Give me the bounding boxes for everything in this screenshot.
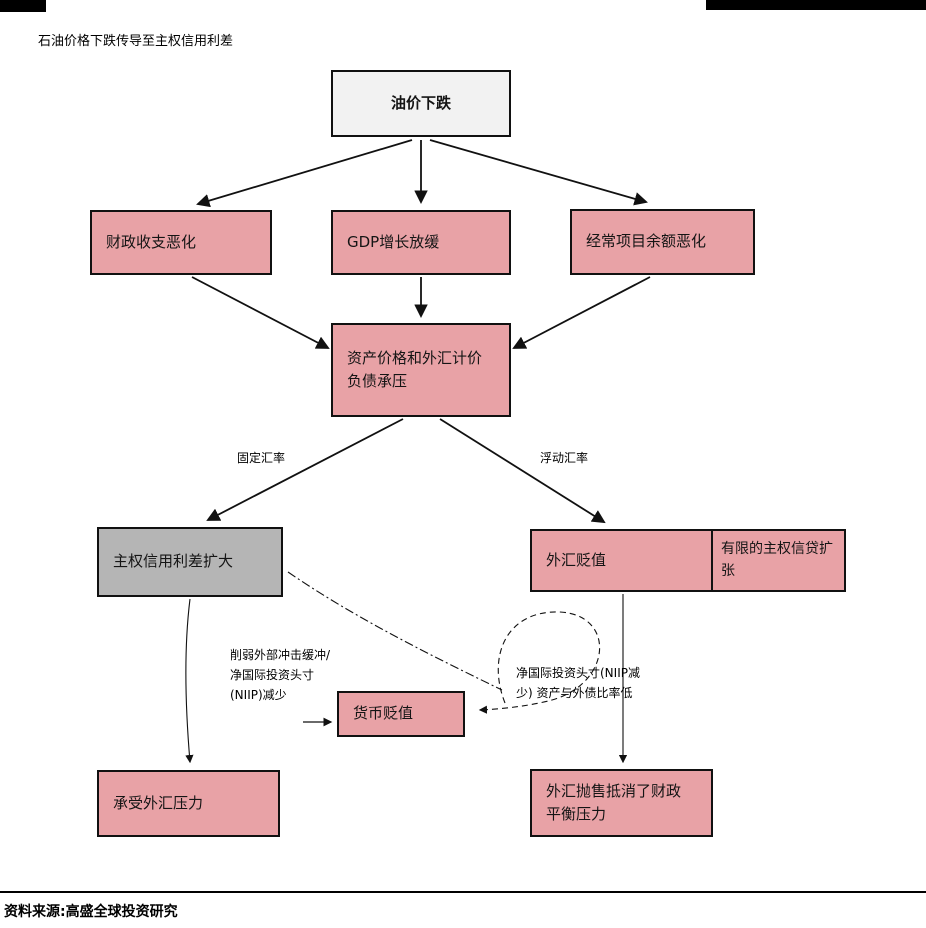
node-current-account-deterioration: 经常项目余额恶化: [570, 209, 755, 275]
arrow-fiscal-to-asset: [191, 276, 330, 349]
node-oil-price-label: 油价下跌: [390, 93, 451, 112]
node-fx-depreciation-label: 外汇贬值: [546, 550, 607, 569]
node-sovereign-spread-widens: 主权信用利差扩大: [97, 527, 283, 597]
node-fx-depreciation: 外汇贬值: [530, 529, 713, 592]
arrow-oil-to-fiscal: [196, 139, 413, 208]
arrow-spread-to-fx-pressure: [185, 598, 194, 764]
node-fiscal-deterioration: 财政收支恶化: [90, 210, 272, 275]
node-fx-selloff-offsets: 外汇抛售抵消了财政平衡压力: [530, 769, 713, 837]
top-right-bar: [706, 0, 926, 10]
arrow-oil-to-current-account: [429, 139, 648, 206]
node-asset-label: 资产价格和外汇计价负债承压: [347, 348, 483, 390]
node-fx-pressure-label: 承受外汇压力: [113, 793, 204, 812]
node-limited-credit-label: 有限的主权信贷扩张: [721, 540, 833, 579]
node-fx-selloff-label: 外汇抛售抵消了财政平衡压力: [546, 781, 682, 823]
node-fiscal-label: 财政收支恶化: [106, 232, 197, 251]
node-current-account-label: 经常项目余额恶化: [586, 232, 707, 251]
node-currency-depreciation-label: 货币贬值: [353, 704, 414, 723]
annotation-niip-left: 削弱外部冲击缓冲/ 净国际投资头寸(NIIP)减少: [230, 648, 331, 702]
diagram-title: 石油价格下跌传导至主权信用利差: [38, 34, 234, 49]
edge-label-fixed-rate: 固定汇率: [237, 451, 286, 465]
node-currency-depreciation: 货币贬值: [337, 691, 465, 737]
node-asset-price-pressure: 资产价格和外汇计价负债承压: [331, 323, 511, 417]
edge-label-floating-rate: 浮动汇率: [540, 451, 589, 465]
arrow-current-account-to-asset: [512, 276, 651, 349]
node-gdp-label: GDP增长放缓: [347, 232, 440, 251]
arrow-asset-to-fx-depreciation: [439, 418, 606, 524]
node-gdp-slowdown: GDP增长放缓: [331, 210, 511, 275]
node-limited-sovereign-credit: 有限的主权信贷扩张: [711, 529, 846, 592]
node-spread-label: 主权信用利差扩大: [113, 552, 234, 571]
source-credit: 资料来源:高盛全球投资研究: [4, 904, 178, 920]
arrow-asset-to-spread: [206, 418, 404, 521]
annotation-niip-right: 净国际投资头寸(NIIP减少) 资产与外债比率低: [516, 666, 640, 700]
top-left-bar: [0, 0, 46, 12]
footer-divider: [0, 891, 926, 893]
node-fx-pressure: 承受外汇压力: [97, 770, 280, 837]
node-oil-price-decline: 油价下跌: [331, 70, 511, 137]
